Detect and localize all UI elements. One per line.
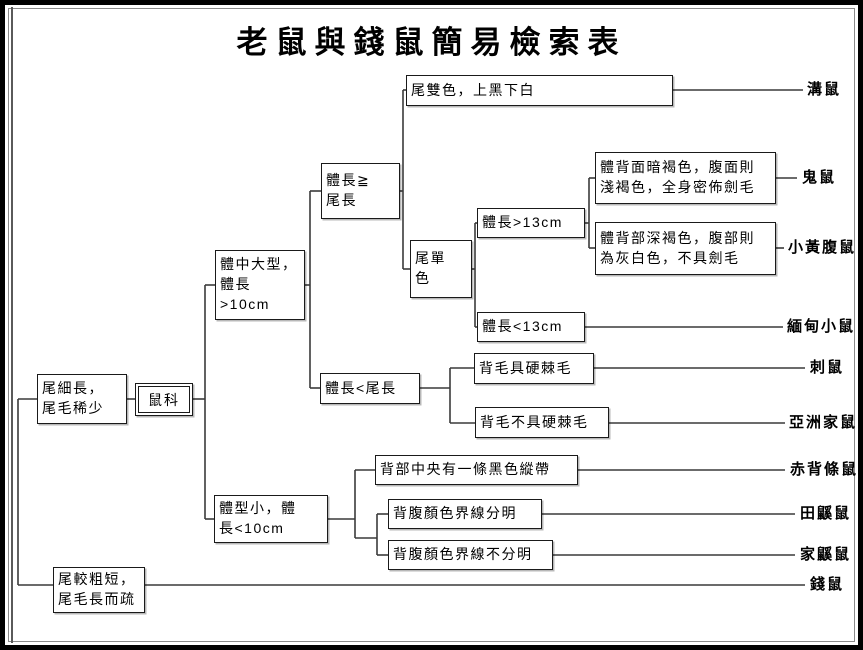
node-tail-slender: 尾細長， 尾毛稀少 bbox=[37, 374, 127, 424]
node-text: 背部中央有一條黑色縱帶 bbox=[380, 461, 551, 478]
node-text: >10cm bbox=[220, 295, 270, 312]
node-text: 背毛不具硬棘毛 bbox=[480, 413, 589, 430]
node-text: 尾雙色，上黑下白 bbox=[411, 81, 535, 98]
node-text: 體長>13cm bbox=[482, 214, 563, 231]
node-text: 背毛具硬棘毛 bbox=[479, 359, 572, 376]
node-text: 尾長 bbox=[326, 192, 357, 208]
node-black-dorsal-stripe: 背部中央有一條黑色縱帶 bbox=[375, 455, 578, 485]
node-text: 體長≧ bbox=[326, 172, 371, 189]
node-dark-brown-spiny: 體背面暗褐色，腹面則 淺褐色，全身密佈劍毛 bbox=[595, 152, 776, 204]
node-length-gt-13cm: 體長>13cm bbox=[477, 208, 585, 238]
node-text: 體背面暗褐色，腹面則 bbox=[600, 159, 755, 176]
node-text: 體中大型， bbox=[220, 256, 298, 273]
species-striped-field-mouse: 赤背條鼠 bbox=[790, 462, 859, 478]
node-text: 淺褐色，全身密佈劍毛 bbox=[600, 179, 755, 195]
species-house-mouse: 家鼷鼠 bbox=[800, 547, 852, 563]
node-tail-bicolor: 尾雙色，上黑下白 bbox=[406, 75, 673, 106]
species-lesser-ricefield-rat: 小黃腹鼠 bbox=[788, 240, 857, 256]
node-body-small: 體型小，體 長<10cm bbox=[214, 495, 328, 543]
node-text: 為灰白色，不具劍毛 bbox=[600, 249, 740, 266]
node-text: 背腹顏色界線不分明 bbox=[393, 546, 533, 563]
node-boundary-clear: 背腹顏色界線分明 bbox=[388, 499, 542, 529]
node-text: 體型小，體 bbox=[219, 500, 297, 517]
node-text: 體背部深褐色，腹部則 bbox=[600, 229, 755, 246]
left-frame-line bbox=[11, 7, 13, 643]
node-boundary-unclear: 背腹顏色界線不分明 bbox=[388, 540, 553, 570]
node-text: 體長 bbox=[220, 276, 251, 293]
node-text: 尾細長， bbox=[42, 380, 104, 397]
species-bandicoot-rat: 鬼鼠 bbox=[802, 170, 837, 186]
species-brown-rat: 溝鼠 bbox=[807, 82, 842, 98]
connector-lines bbox=[17, 89, 805, 586]
node-text: 體長<13cm bbox=[482, 318, 563, 335]
node-text: 尾較粗短， bbox=[58, 571, 136, 588]
node-deep-brown-no-spine: 體背部深褐色，腹部則 為灰白色，不具劍毛 bbox=[595, 222, 776, 275]
node-text: 長<10cm bbox=[219, 520, 285, 536]
species-burmese-mouse: 緬甸小鼠 bbox=[787, 319, 856, 335]
species-house-shrew: 錢鼠 bbox=[810, 577, 845, 593]
node-text: 體長<尾長 bbox=[325, 379, 397, 396]
node-text: 鼠科 bbox=[138, 386, 190, 413]
node-text: 尾單 bbox=[415, 250, 446, 267]
node-text: 背腹顏色界線分明 bbox=[393, 505, 517, 522]
node-back-spiny: 背毛具硬棘毛 bbox=[474, 353, 594, 384]
node-body-lt-tail: 體長<尾長 bbox=[320, 373, 420, 404]
species-spiny-rat: 刺鼠 bbox=[810, 360, 845, 376]
node-text: 尾毛長而疏 bbox=[58, 591, 136, 607]
node-tail-thick-short: 尾較粗短， 尾毛長而疏 bbox=[53, 567, 145, 613]
node-tail-monocolor: 尾單 色 bbox=[410, 240, 472, 298]
species-ryukyu-mouse: 田鼷鼠 bbox=[800, 506, 852, 522]
node-body-ge-tail: 體長≧ 尾長 bbox=[321, 163, 400, 219]
node-body-medium-large: 體中大型， 體長 >10cm bbox=[215, 250, 305, 320]
node-text: 尾毛稀少 bbox=[42, 400, 104, 416]
node-text: 色 bbox=[415, 270, 431, 286]
species-asian-house-rat: 亞洲家鼠 bbox=[789, 415, 858, 431]
node-family-muridae: 鼠科 bbox=[135, 383, 193, 416]
node-length-lt-13cm: 體長<13cm bbox=[477, 312, 585, 342]
node-back-not-spiny: 背毛不具硬棘毛 bbox=[475, 407, 609, 438]
page-title: 老鼠與錢鼠簡易檢索表 bbox=[236, 25, 627, 60]
